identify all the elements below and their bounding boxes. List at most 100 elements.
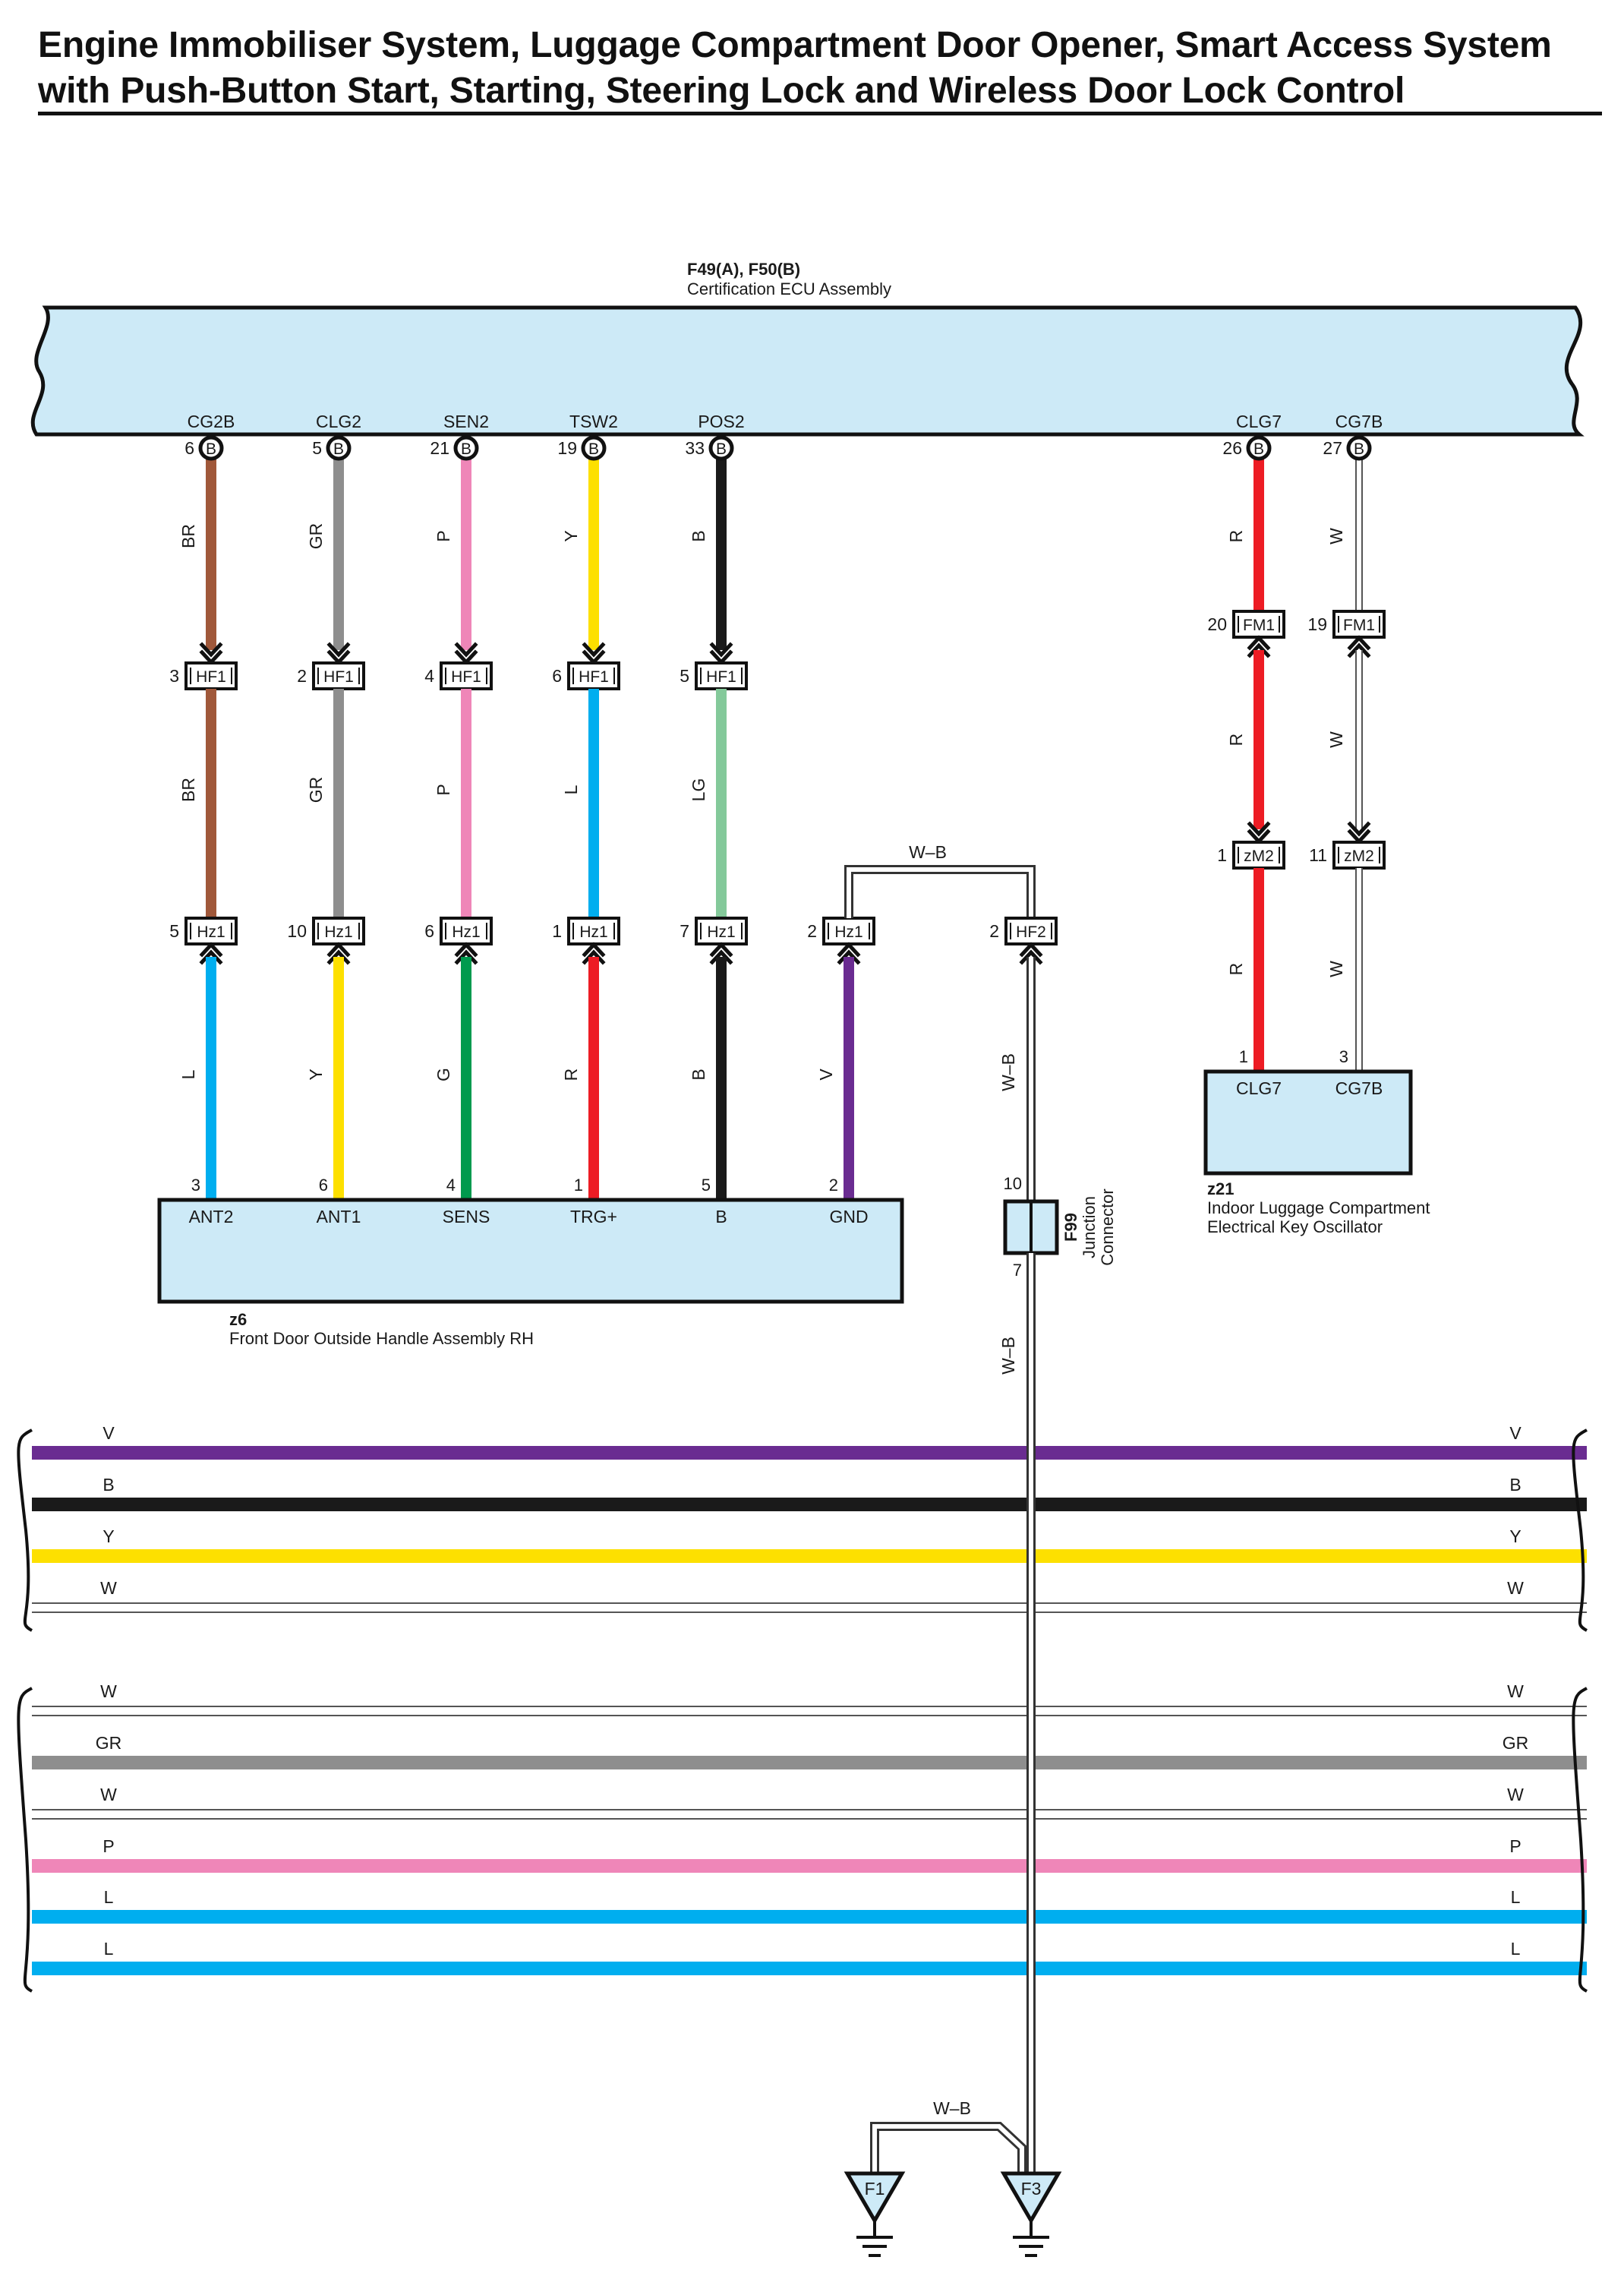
bus-group-1-wire-3-label-left: Y xyxy=(102,1526,114,1546)
circuit-5-hf1-chevron-stroke xyxy=(709,642,733,658)
ecu-pin-clg2-letter: B xyxy=(333,440,344,458)
circuit-5-hz1-chevron-stroke xyxy=(709,942,733,958)
circuit-1-hz1-chevron xyxy=(199,942,223,965)
ecu-pin-cg7b-number: 27 xyxy=(1323,438,1342,458)
circuit-4-hz1-connector-box xyxy=(567,917,620,945)
ecu-pin-cg2b-ring xyxy=(198,435,224,461)
right-circuit-1-fm1-chevron-stroke xyxy=(1247,635,1271,651)
circuit-2-hz1-chevron-stroke xyxy=(326,942,351,958)
circuit-2-hf1-connector-pin: 2 xyxy=(297,666,307,686)
circuit-1-hf1-chevron-stroke xyxy=(199,642,223,658)
ecu-assembly-body xyxy=(30,305,1585,437)
circuit-5-hz1-connector-pin: 7 xyxy=(680,921,689,941)
circuit-6-hz1-connector-box xyxy=(822,917,875,945)
bus-group-2-wire-1-label-right: W xyxy=(1507,1681,1524,1701)
z6-terminal-b: B xyxy=(715,1207,727,1226)
right-circuit-2-fm1-connector-pin: 19 xyxy=(1307,614,1327,634)
ecu-pin-cg7b-label: CG7B xyxy=(1335,412,1383,431)
circuit-5-hz1-connector-label: Hz1 xyxy=(707,923,735,941)
ecu-pin-clg7-ring xyxy=(1246,435,1272,461)
circuit-4-hf1-connector-pin: 6 xyxy=(552,666,562,686)
circuit-2-hf1-connector-box xyxy=(312,661,365,690)
ground-link-wire-outer xyxy=(870,2122,1026,2173)
circuit-5-ecu-wire-label: B xyxy=(689,530,708,541)
circuit-1-hz1-connector-label: Hz1 xyxy=(197,923,225,941)
z6-terminal-ant1: ANT1 xyxy=(317,1207,361,1226)
ground-main-wire-label: W–B xyxy=(998,1337,1018,1375)
ground-bridge-wire-outer xyxy=(844,865,1036,918)
circuit-2-hf1-connector-label: HF1 xyxy=(323,668,354,686)
f99-pin-bottom: 7 xyxy=(1013,1261,1022,1280)
circuit-5-mid-wire-label: LG xyxy=(689,778,708,802)
ecu-pin-pos2-number: 33 xyxy=(685,438,705,458)
circuit-5-hz1-chevron-stroke xyxy=(709,949,733,965)
bus-group-2-wire-3-label-right: W xyxy=(1507,1785,1524,1804)
circuit-3-hz1-chevron xyxy=(454,942,478,965)
circuit-2-low-wire-label: Y xyxy=(306,1069,326,1080)
hf2-connector-box xyxy=(1004,917,1058,945)
circuit-2-ecu-wire-label: GR xyxy=(306,523,326,550)
ground-bridge-wire-inner xyxy=(847,867,1033,918)
circuit-3-hz1-chevron-stroke xyxy=(454,949,478,965)
circuit-2-hf1-connector: HF1 2 xyxy=(297,661,365,690)
right-circuit-2-fm1-chevron-stroke xyxy=(1347,635,1371,651)
circuit-2-hz1-connector-label: Hz1 xyxy=(324,923,352,941)
ecu-pin-sen2-ring xyxy=(453,435,479,461)
ecu-pin-sen2-letter: B xyxy=(461,440,471,458)
z21-pin-cg7b-number: 3 xyxy=(1339,1047,1348,1066)
title-rule xyxy=(38,112,1602,115)
ecu-pin-clg7-letter: B xyxy=(1253,440,1264,458)
circuit-3-hz1-chevron-stroke xyxy=(454,942,478,958)
circuit-3-hz1-connector-label: Hz1 xyxy=(452,923,480,941)
right-circuit-2-low-wire-label: W xyxy=(1326,961,1346,977)
ground-f1-label: F1 xyxy=(865,2179,885,2199)
circuit-1-hf1-connector-label: HF1 xyxy=(196,668,226,686)
circuit-5-hz1-connector: Hz1 7 xyxy=(680,917,748,945)
z21-terminal-clg7: CLG7 xyxy=(1236,1078,1282,1098)
circuit-6-hz1-chevron-stroke xyxy=(837,942,861,958)
right-circuit-2-fm1-connector-label: FM1 xyxy=(1343,617,1375,634)
hf2-chevron-stroke xyxy=(1019,949,1043,965)
right-circuit-1-zm2-chevron-stroke xyxy=(1247,821,1271,837)
right-circuit-1-fm1-chevron-stroke xyxy=(1247,642,1271,658)
z21-id: z21 xyxy=(1207,1179,1234,1198)
circuit-3-low-wire-label: G xyxy=(434,1068,453,1081)
ecu-pin-clg2-label: CLG2 xyxy=(316,412,361,431)
ground-bridge-wire-label: W–B xyxy=(909,842,947,862)
ecu-pin-clg7-label: CLG7 xyxy=(1236,412,1282,431)
circuit-6-hz1-chevron-stroke xyxy=(837,949,861,965)
f99-name-line-1: Junction xyxy=(1080,1196,1099,1258)
ecu-pin-clg2-number: 5 xyxy=(312,438,322,458)
circuit-3-hf1-connector-pin: 4 xyxy=(424,666,434,686)
circuit-5-hf1-connector-pin: 5 xyxy=(680,666,689,686)
bus-group-1-wire-1-label-left: V xyxy=(102,1423,115,1443)
hf2-connector-pin: 2 xyxy=(989,921,999,941)
z6-component-box xyxy=(157,1198,904,1304)
ecu-pin-sen2-label: SEN2 xyxy=(443,412,489,431)
ground-bridge-wire xyxy=(844,865,1036,918)
right-circuit-2-ecu-wire-label: W xyxy=(1326,528,1346,545)
ecu-pin-cg7b-letter: B xyxy=(1354,440,1364,458)
ecu-connector-ids: F49(A), F50(B) xyxy=(687,260,800,279)
bus-group-2-wire-2-label-right: GR xyxy=(1503,1733,1529,1753)
right-circuit-1-fm1-connector-label: FM1 xyxy=(1243,617,1275,634)
ecu-pin-tsw2-number: 19 xyxy=(557,438,577,458)
bus-group-2-wire-6-label-right: L xyxy=(1511,1939,1521,1959)
right-circuit-2-mid-wire-label: W xyxy=(1326,731,1346,748)
ecu-pin-clg2-ring xyxy=(326,435,352,461)
ecu-pin-cg7b: B 27 CG7B xyxy=(1323,412,1383,461)
right-circuit-1-fm1-connector-pin: 20 xyxy=(1207,614,1227,634)
hf2-chevron-stroke xyxy=(1019,942,1043,958)
circuit-3-hf1-chevron-stroke xyxy=(454,642,478,658)
circuit-4-hf1-connector-box xyxy=(567,661,620,690)
right-circuit-1-mid-wire-label: R xyxy=(1226,734,1246,747)
